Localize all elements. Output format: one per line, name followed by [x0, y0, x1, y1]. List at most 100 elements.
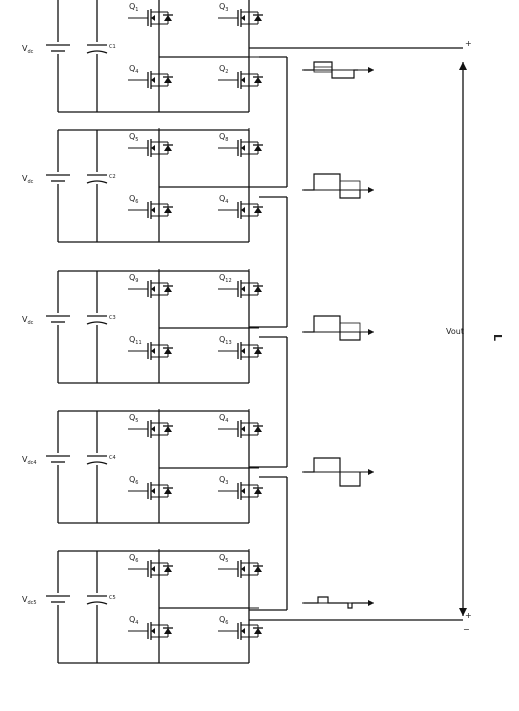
switch-label-1: Q5 — [129, 413, 138, 424]
diode-triangle — [164, 207, 172, 213]
diode-triangle — [164, 77, 172, 83]
switch-label-2-subscript: 3 — [225, 7, 228, 13]
switch-label-1: Q6 — [129, 553, 138, 564]
cap-label: C5 — [109, 595, 116, 601]
switch-label-1-subscript: 6 — [135, 558, 138, 564]
wave-arrowhead — [368, 600, 374, 606]
switch-label-3-subscript: 11 — [135, 340, 141, 346]
switch-2 — [218, 128, 263, 168]
switch-label-1-subscript: 9 — [135, 278, 138, 284]
switch-4 — [218, 331, 263, 371]
switch-2 — [218, 0, 263, 38]
source-label: Vdc — [22, 315, 34, 326]
diode-triangle — [164, 566, 172, 572]
channel-arrow — [241, 628, 245, 634]
channel-arrow — [151, 77, 155, 83]
switch-label-4-text: Q — [219, 335, 225, 344]
switch-label-1: Q1 — [129, 2, 138, 13]
switch-label-1: Q9 — [129, 273, 138, 284]
plus-label-bottom: + — [465, 611, 472, 620]
switch-label-1-text: Q — [129, 553, 135, 562]
switch-2 — [218, 269, 263, 309]
switch-label-2-subscript: 4 — [225, 418, 228, 424]
switch-label-2-text: Q — [219, 2, 225, 11]
switch-label-4-subscript: 2 — [225, 69, 228, 75]
series-link-2 — [249, 196, 288, 328]
cap-gap — [91, 453, 103, 465]
source-label-subscript: dc — [27, 49, 33, 55]
switch-2 — [218, 549, 263, 589]
switch-label-3-subscript: 6 — [135, 199, 138, 205]
wave-trace — [304, 315, 361, 341]
cap-label: C2 — [109, 174, 116, 180]
switch-label-4-text: Q — [219, 475, 225, 484]
channel-arrow — [241, 286, 245, 292]
switch-1 — [128, 409, 173, 449]
diode-triangle — [164, 145, 172, 151]
switch-label-4: Q2 — [219, 64, 228, 75]
source-label-text: V — [22, 44, 28, 53]
wave-trace — [304, 173, 361, 199]
switch-label-2-subscript: 8 — [225, 137, 228, 143]
channel-arrow — [241, 15, 245, 21]
switch-label-1-text: Q — [129, 273, 135, 282]
switch-label-4: Q13 — [219, 335, 232, 346]
switch-label-4: Q6 — [219, 615, 228, 626]
channel-arrow — [241, 207, 245, 213]
switch-label-3-subscript: 6 — [135, 480, 138, 486]
switch-label-3: Q6 — [129, 475, 138, 486]
switch-label-4-text: Q — [219, 64, 225, 73]
switch-label-3: Q4 — [129, 615, 138, 626]
source-label-text: V — [22, 455, 28, 464]
cap-label: C4 — [109, 455, 116, 461]
diode-triangle — [254, 426, 262, 432]
plus-label: + — [465, 39, 472, 48]
diode-triangle — [254, 286, 262, 292]
wave-trace — [304, 457, 361, 487]
channel-arrow — [151, 348, 155, 354]
source-gap — [52, 313, 64, 325]
switch-4 — [218, 60, 263, 100]
channel-arrow — [241, 488, 245, 494]
switch-label-1: Q5 — [129, 132, 138, 143]
switch-label-2-text: Q — [219, 553, 225, 562]
wave-arrowhead — [368, 329, 374, 335]
switch-label-2-subscript: 5 — [225, 558, 228, 564]
switch-3 — [128, 190, 173, 230]
diode-triangle — [254, 145, 262, 151]
switch-label-1-text: Q — [129, 132, 135, 141]
diode-triangle — [164, 348, 172, 354]
channel-arrow — [151, 207, 155, 213]
switch-2 — [218, 409, 263, 449]
source-label: Vdc — [22, 174, 34, 185]
switch-label-1-text: Q — [129, 2, 135, 11]
wave-arrowhead — [368, 67, 374, 73]
cap-plate-bottom — [86, 180, 108, 184]
diode-triangle — [254, 77, 262, 83]
switch-1 — [128, 128, 173, 168]
switch-label-3-text: Q — [129, 194, 135, 203]
diode-triangle — [164, 286, 172, 292]
cap-plate-bottom — [86, 461, 108, 465]
source-label-text: V — [22, 315, 28, 324]
switch-label-3-text: Q — [129, 64, 135, 73]
cap-label: C3 — [109, 315, 116, 321]
switch-label-1-subscript: 1 — [135, 7, 138, 13]
waveform-4 — [302, 457, 374, 487]
wave-arrowhead — [368, 187, 374, 193]
source-gap — [52, 42, 64, 54]
channel-arrow — [241, 77, 245, 83]
switch-label-3-text: Q — [129, 475, 135, 484]
switch-label-3: Q6 — [129, 194, 138, 205]
output-voltage-label: Vout — [446, 327, 464, 336]
channel-arrow — [151, 426, 155, 432]
series-link-4 — [249, 476, 288, 611]
waveform-5 — [302, 596, 374, 609]
load-label: L — [491, 334, 504, 341]
source-label: Vdc5 — [22, 595, 37, 606]
switch-label-3: Q4 — [129, 64, 138, 75]
